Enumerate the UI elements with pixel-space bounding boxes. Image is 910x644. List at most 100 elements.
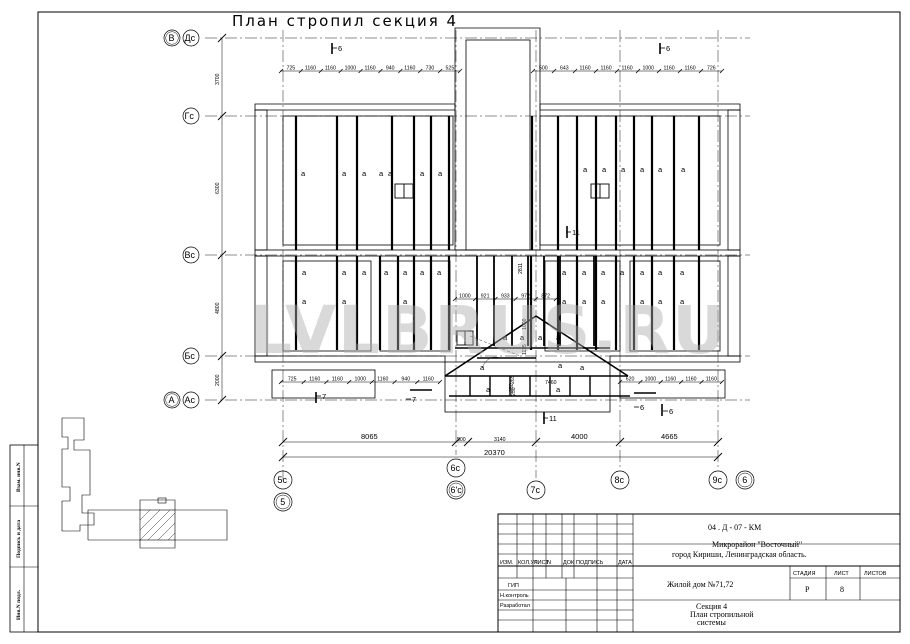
axis-bubble [446, 458, 466, 478]
rafter-mark: a [640, 268, 645, 277]
section-label: 6 [640, 403, 644, 412]
rafter-mark: a [480, 363, 485, 372]
span-dimension: 4000 [571, 432, 588, 441]
section-label: 6 [338, 44, 342, 53]
dim-tick [437, 379, 443, 385]
axis-label: А [169, 395, 175, 405]
rafter-mark: a [580, 363, 585, 372]
axis-label: 5 [280, 497, 285, 507]
stamp-column-head: ИЗМ. [500, 560, 514, 566]
rafter-mark: a [486, 385, 491, 394]
section-label: 11 [572, 228, 580, 237]
bottom-dimension: 620 [626, 377, 635, 383]
top-dimension: 1160 [622, 66, 633, 72]
top-dimension: 1160 [685, 66, 696, 72]
sheet-title: системы [697, 618, 726, 627]
dim-tick [635, 68, 641, 74]
top-dimension: 525 [446, 66, 455, 72]
stage-head: СТАДИЯ [793, 571, 815, 577]
rafter-mark: a [681, 165, 686, 174]
rafter-mark: a [437, 268, 442, 277]
rafter-mark: a [388, 169, 393, 178]
rafter-mark: a [342, 268, 347, 277]
axis-bubble [448, 482, 464, 498]
bottom-dimension: 1160 [423, 377, 434, 383]
bottom-dimension: 725 [288, 377, 297, 383]
axis-bubble [273, 492, 293, 512]
misc-dimension: 250 [511, 387, 517, 396]
dim-tick [298, 68, 304, 74]
static-geometry [9, 11, 901, 633]
dim-tick [617, 379, 623, 385]
dim-tick [278, 68, 284, 74]
building-name: Жилой дом №71,72 [667, 580, 733, 589]
ridge-dimension: 7460 [545, 380, 557, 386]
dim-tick [369, 379, 375, 385]
axis-label: Вс [185, 250, 196, 260]
top-dimension: 1000 [345, 66, 357, 72]
dim-tick [378, 68, 383, 74]
drawing-title: План стропил секция 4 [232, 12, 458, 30]
section-label: 11 [549, 414, 557, 423]
project-code: 04 . Д - 07 - КМ [708, 523, 761, 532]
axis-bubble [275, 494, 291, 510]
stamp-role: Н.контроль [500, 593, 529, 599]
rafter-mark: a [379, 169, 384, 178]
place-line1: Микрорайон "Восточный" [712, 540, 802, 549]
dim-tick [593, 68, 599, 74]
stamp-role: Разработал [500, 603, 530, 609]
rafter-mark: a [520, 333, 525, 342]
mid-dimension: 921 [481, 294, 490, 300]
side-label: Подпись и дата [16, 520, 22, 558]
rafter-mark: a [582, 297, 587, 306]
dim-tick [417, 68, 423, 74]
misc-dimension: 1000 [522, 318, 528, 330]
axis-bubble [182, 246, 200, 264]
dim-tick [301, 379, 306, 385]
stamp-column-head: ПОДПИСЬ [576, 560, 604, 566]
rafter-mark: a [640, 165, 645, 174]
rafter-mark: a [342, 297, 347, 306]
dim-tick [699, 379, 704, 385]
dim-tick [415, 379, 420, 385]
top-dimension: 643 [560, 66, 569, 72]
vertical-dimension: 6300 [215, 182, 221, 194]
dim-tick [324, 379, 329, 385]
dim-tick [614, 68, 620, 74]
sheet-value: 8 [840, 585, 844, 594]
sheet-title: План стропильной [690, 610, 754, 619]
dim-tick [318, 68, 324, 74]
dim-tick [392, 379, 397, 385]
top-dimension: 1160 [601, 66, 612, 72]
mid-dimension: 972 [521, 294, 530, 300]
axis-label: 6 [742, 475, 747, 485]
stamp-column-head: ЛИСТ [534, 560, 549, 566]
dim-tick [437, 68, 443, 74]
dim-tick [551, 68, 557, 74]
stamp-column-head: ДОК [563, 560, 575, 566]
place-line2: город Кириши, Ленинградская область. [672, 550, 807, 559]
top-dimension: 940 [386, 66, 395, 72]
sheet-title: Секция 4 [696, 602, 727, 611]
rafter-mark: a [602, 165, 607, 174]
axis-bubble [182, 29, 200, 47]
vertical-dimension: 2000 [215, 374, 221, 386]
rafter-mark: a [362, 169, 367, 178]
rafter-mark: a [621, 165, 626, 174]
axis-bubble [163, 29, 181, 47]
rafter-mark: a [302, 268, 307, 277]
axis-bubble [735, 470, 755, 490]
misc-dimension: 1115 [522, 344, 528, 355]
sheet-head: ЛИСТ [834, 571, 849, 577]
axis-bubble [446, 480, 466, 500]
stamp-column-head: N [547, 560, 551, 566]
top-dimension: 1160 [305, 66, 316, 72]
bottom-dimension: 1000 [645, 377, 657, 383]
dim-tick [358, 68, 363, 74]
dim-tick [638, 379, 643, 385]
dim-tick [698, 68, 704, 74]
sheets-head: ЛИСТОВ [864, 571, 887, 577]
